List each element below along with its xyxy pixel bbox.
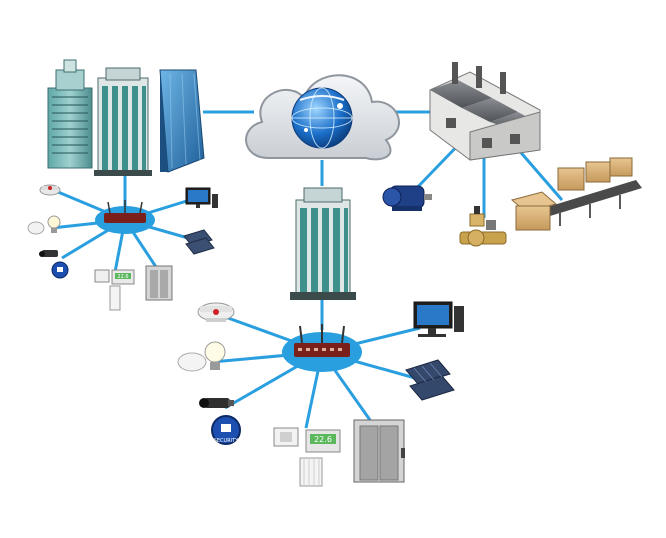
router-left (104, 213, 146, 223)
valve-icon (459, 206, 507, 247)
solar-panel-icon (405, 359, 455, 401)
security-camera-icon (39, 250, 58, 257)
motion-sensor-icon (27, 221, 45, 235)
security-badge-icon: SECURITY (211, 415, 241, 445)
globe-icon (291, 87, 353, 149)
hub-center (282, 324, 362, 372)
motion-sensor-icon (177, 352, 207, 372)
factory (429, 62, 541, 161)
elevator-icon (353, 419, 405, 483)
light-bulb-icon (204, 341, 226, 370)
hvac-thermostat-icon: 22.6 (94, 269, 135, 311)
security-label: SECURITY (214, 438, 239, 444)
desktop-computer-icon (413, 301, 464, 337)
electric-motor-icon (382, 185, 432, 211)
elevator-icon (145, 265, 173, 301)
smoke-detector-icon (197, 302, 235, 322)
left-devices: 22.6 (27, 184, 218, 311)
office-tower-center (290, 187, 356, 300)
security-camera-icon (199, 398, 234, 408)
factory-devices (382, 157, 642, 247)
office-towers-left (47, 59, 205, 176)
thermostat-reading-center: 22.6 (314, 435, 332, 444)
smoke-detector-icon (39, 184, 61, 196)
hub-left (95, 200, 155, 234)
thermostat-reading-left: 22.6 (117, 274, 128, 280)
conveyor-with-boxes-icon (510, 157, 642, 231)
light-bulb-icon (47, 215, 61, 233)
center-devices: SECURITY 22.6 (177, 301, 464, 487)
desktop-computer-icon (185, 187, 218, 208)
hvac-thermostat-icon: 22.6 (273, 427, 341, 487)
cloud (245, 74, 400, 161)
security-badge-icon (51, 261, 69, 279)
solar-panel-icon (183, 229, 215, 255)
